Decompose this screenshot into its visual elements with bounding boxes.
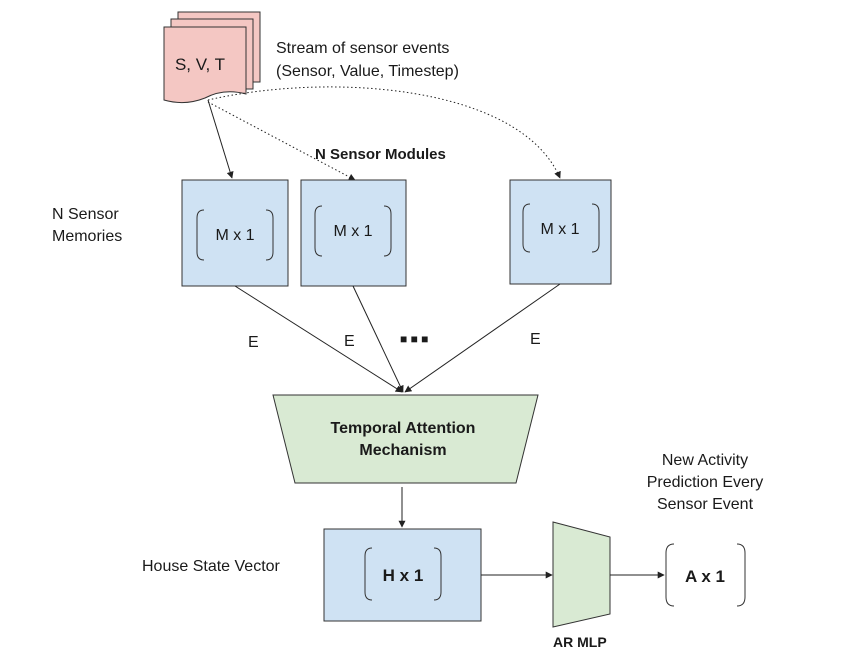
stream-to-module2-arrow xyxy=(207,101,356,181)
right-bracket-icon xyxy=(383,205,392,257)
document-page-front xyxy=(163,26,247,104)
left-bracket-icon xyxy=(522,203,531,253)
right-bracket-icon xyxy=(591,203,600,253)
output-vector-label: A x 1 xyxy=(685,567,725,586)
document-label: S, V, T xyxy=(175,55,225,74)
memories-label-line1: N Sensor xyxy=(52,206,119,223)
left-bracket-icon xyxy=(196,209,205,261)
edge-label-1: E xyxy=(248,334,259,351)
sensor-event-stream-document: S, V, T xyxy=(163,11,261,104)
right-bracket-icon xyxy=(736,543,746,607)
right-bracket-icon xyxy=(433,547,442,601)
ar-mlp-label: AR MLP xyxy=(553,634,607,650)
sensor-module-1: M x 1 xyxy=(181,179,289,287)
prediction-caption-line2: Prediction Every xyxy=(647,474,764,491)
module-2-vector: M x 1 xyxy=(333,223,372,240)
ar-mlp-block xyxy=(552,521,611,628)
attention-label-line2: Mechanism xyxy=(359,442,446,459)
stream-caption-line2: (Sensor, Value, Timestep) xyxy=(276,63,459,80)
module3-to-attention-arrow xyxy=(404,283,561,393)
temporal-attention-block: Temporal Attention Mechanism xyxy=(272,394,539,484)
stream-to-module3-arrow xyxy=(207,86,561,179)
stream-to-module1-arrow xyxy=(207,99,234,179)
edge-label-2: E xyxy=(344,333,355,350)
prediction-caption-line3: Sensor Event xyxy=(657,496,754,513)
house-vector-label: H x 1 xyxy=(383,566,424,585)
ellipsis: ■ ■ ■ xyxy=(400,332,428,346)
module2-to-attention-arrow xyxy=(352,285,404,393)
attention-label-line1: Temporal Attention xyxy=(331,420,476,437)
prediction-caption-line1: New Activity xyxy=(662,452,748,469)
modules-title: N Sensor Modules xyxy=(315,146,446,163)
house-state-label: House State Vector xyxy=(142,558,281,575)
module-3-vector: M x 1 xyxy=(540,221,579,238)
right-bracket-icon xyxy=(265,209,274,261)
memories-label-line2: Memories xyxy=(52,228,122,245)
edge-label-3: E xyxy=(530,331,541,348)
house-state-vector-box: H x 1 xyxy=(323,528,482,622)
left-bracket-icon xyxy=(314,205,323,257)
module-1-vector: M x 1 xyxy=(215,227,254,244)
output-vector: A x 1 xyxy=(665,543,746,607)
left-bracket-icon xyxy=(364,547,373,601)
module1-to-attention-arrow xyxy=(234,285,403,393)
sensor-module-2: M x 1 xyxy=(300,179,407,287)
sensor-module-3: M x 1 xyxy=(509,179,612,285)
left-bracket-icon xyxy=(665,543,675,607)
stream-caption-line1: Stream of sensor events xyxy=(276,40,449,57)
